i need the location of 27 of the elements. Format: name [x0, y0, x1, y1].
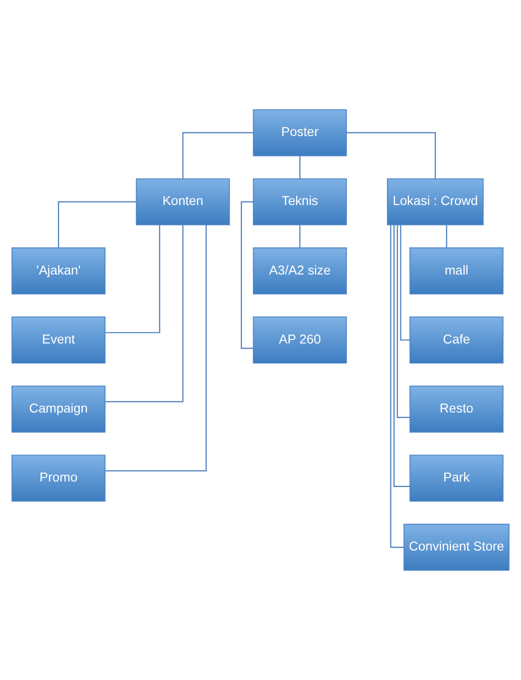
connector — [299, 225, 300, 248]
node-box: Event — [12, 316, 106, 364]
node-box: Poster — [252, 109, 347, 156]
connector — [393, 224, 410, 488]
node-box: Konten — [136, 178, 230, 226]
connector — [58, 201, 136, 248]
node-box: Campaign — [12, 386, 106, 433]
connector — [105, 225, 184, 402]
node-box: 'Ajakan' — [12, 247, 106, 294]
connector — [105, 224, 160, 334]
node-box: A3/A2 size — [252, 247, 347, 294]
connector — [182, 132, 254, 178]
connector — [446, 225, 448, 248]
connector — [346, 132, 436, 178]
connector — [299, 156, 300, 179]
connector — [396, 224, 410, 418]
connector — [105, 224, 207, 472]
node-box: Teknis — [252, 178, 347, 226]
connector — [400, 224, 410, 341]
node-box: AP 260 — [252, 316, 347, 364]
node-box: Resto — [410, 386, 504, 433]
node-box: Park — [410, 454, 504, 502]
node-box: mall — [410, 247, 504, 294]
node-box: Convinient Store — [404, 524, 510, 571]
node-box: Lokasi : Crowd — [386, 178, 484, 226]
node-box: Cafe — [410, 316, 504, 364]
node-box: Promo — [12, 454, 106, 502]
